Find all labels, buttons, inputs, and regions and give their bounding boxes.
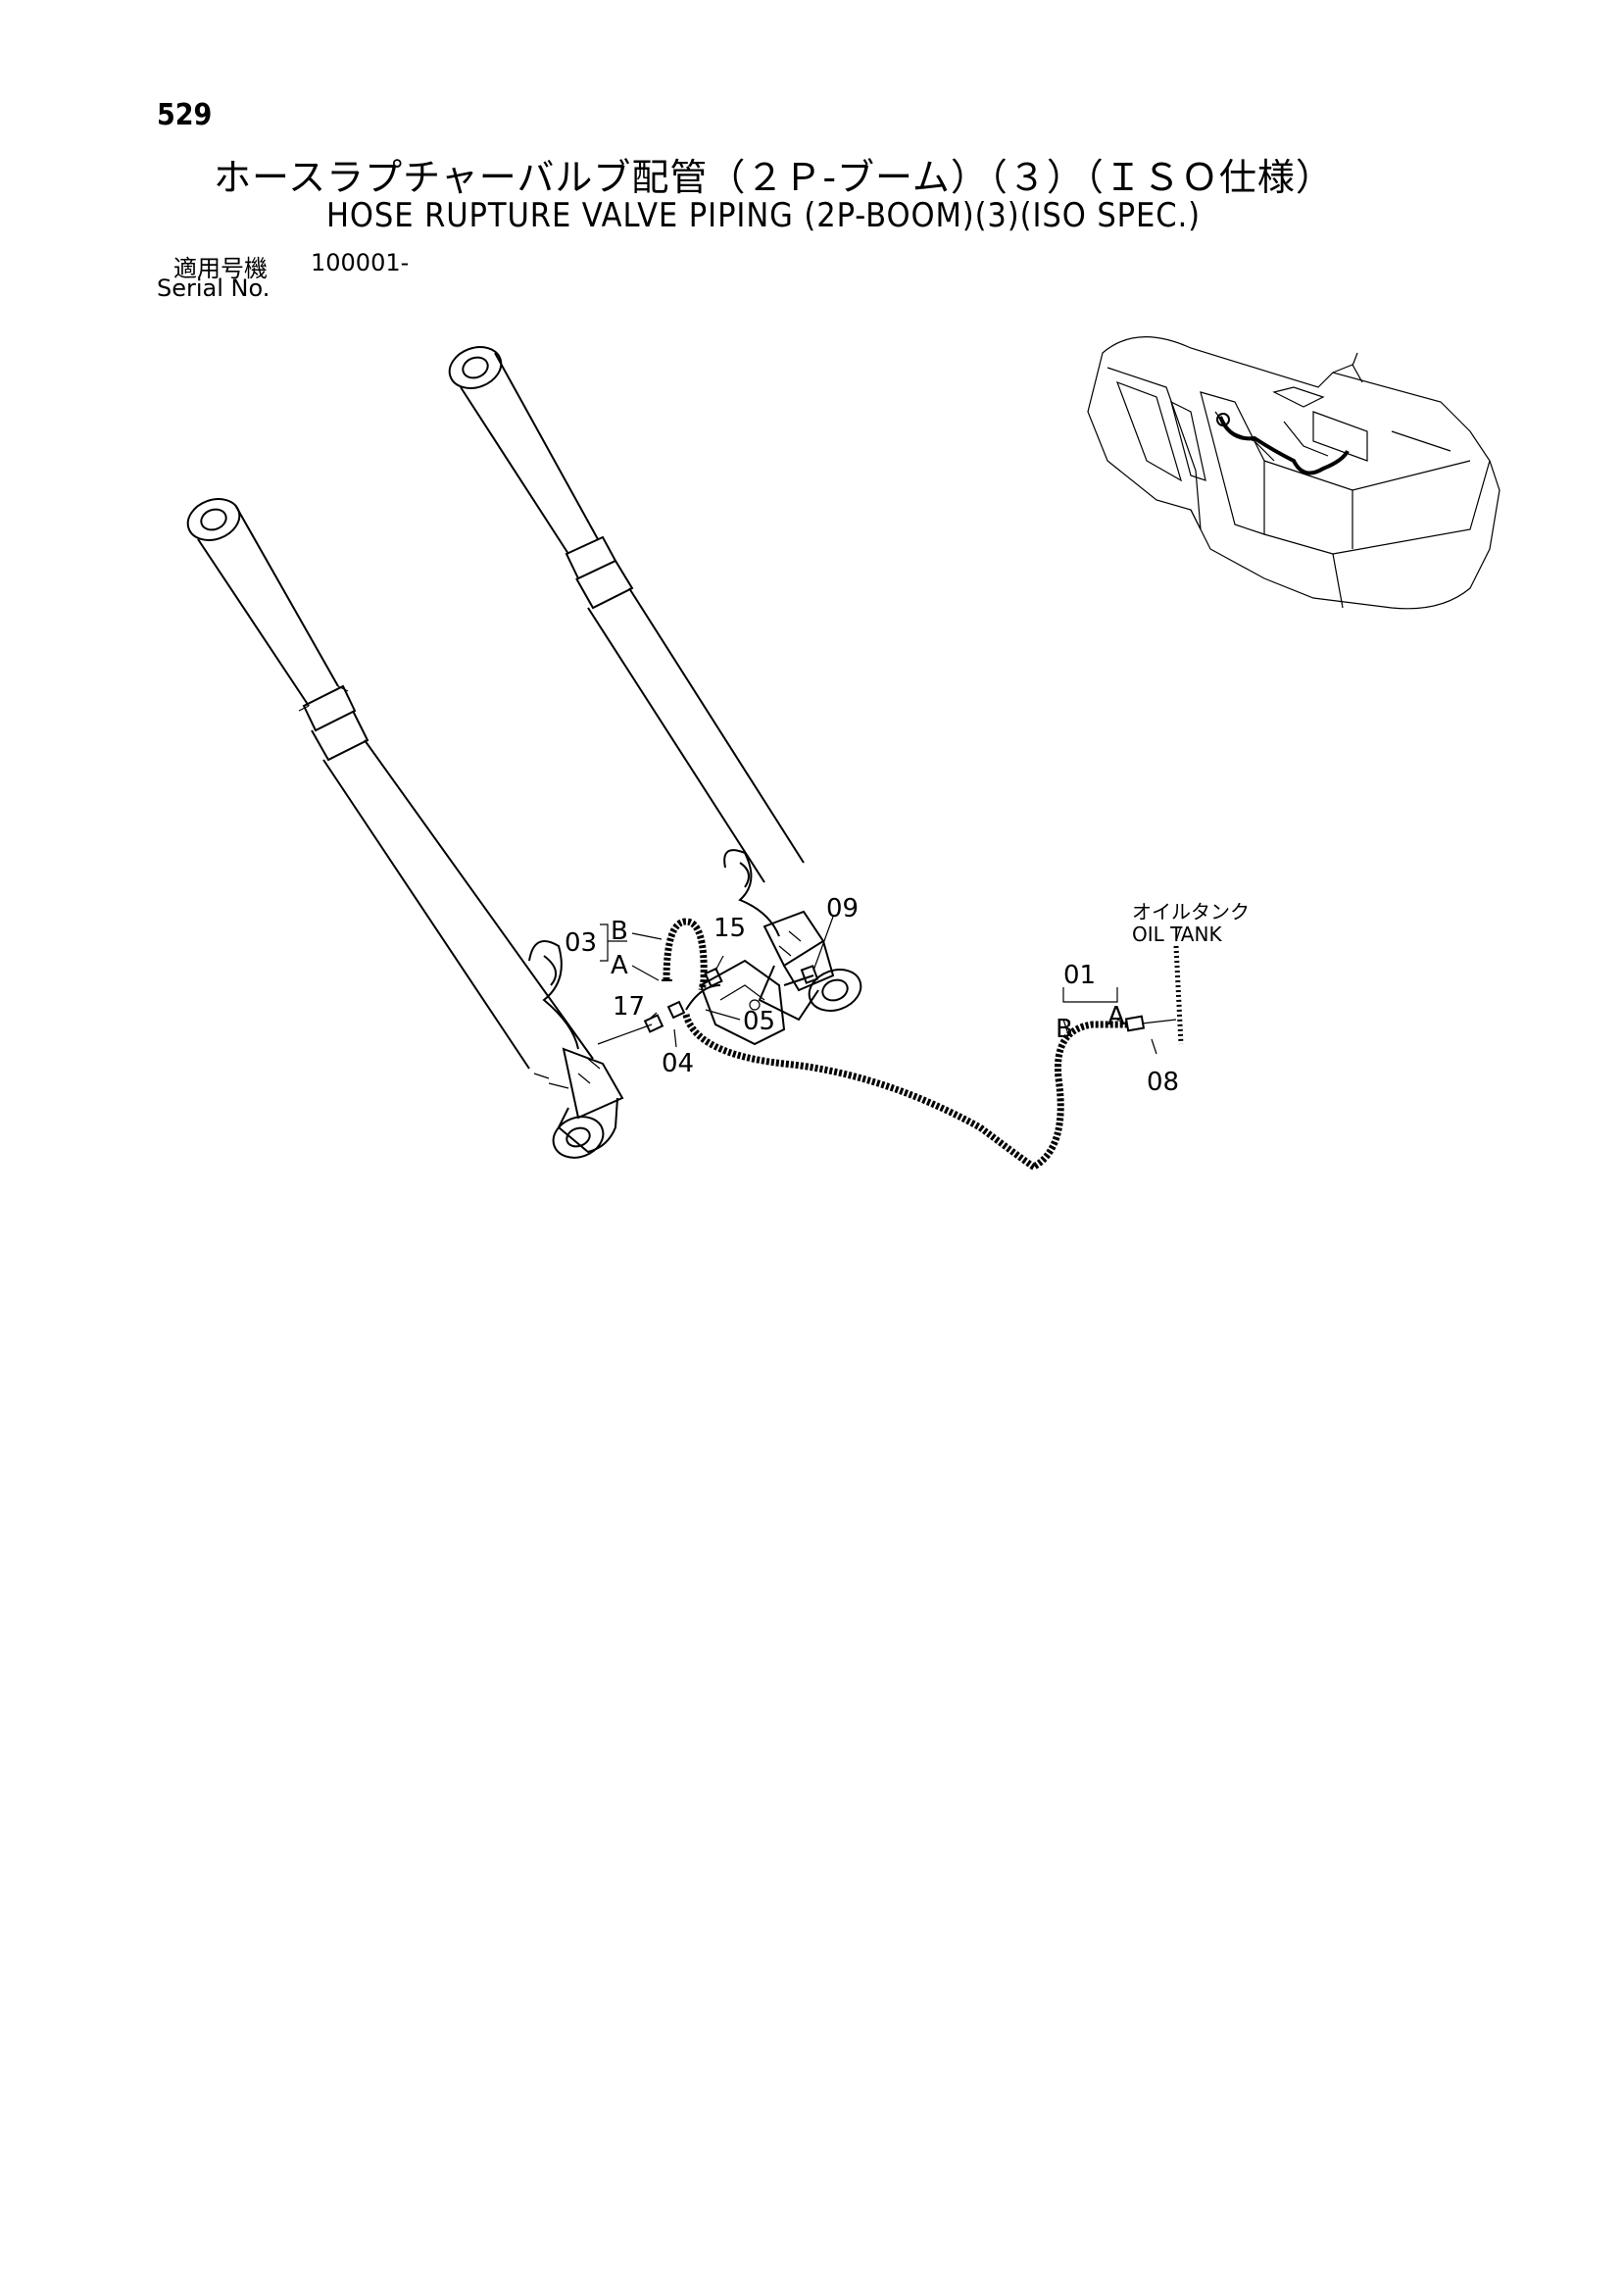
fitting-08 [1124, 1015, 1146, 1032]
callout-01: 01 [1063, 961, 1096, 990]
elbow-05 [685, 984, 721, 1011]
serial-value: 100001- [311, 249, 410, 276]
callout-05: 05 [743, 1007, 775, 1036]
callout-09: 09 [826, 894, 859, 923]
page-number: 529 [157, 98, 213, 132]
callout-end-a-right: A [1107, 1002, 1125, 1031]
callout-15: 15 [713, 914, 746, 943]
callout-end-b-left: B [611, 917, 628, 946]
callout-end-b-right: B [1056, 1015, 1073, 1044]
serial-label-english: Serial No. [157, 275, 270, 302]
boom-cylinder-left [186, 498, 624, 1159]
boom-cylinder-right [448, 346, 862, 1022]
callout-08: 08 [1147, 1068, 1179, 1097]
valve-bracket [699, 959, 819, 1046]
callout-04: 04 [662, 1049, 694, 1078]
title-japanese: ホースラプチャーバルブ配管（２Ｐ-ブーム）（３）（ＩＳＯ仕様） [214, 156, 1334, 199]
oil-tank-label-english: OIL TANK [1132, 923, 1222, 946]
callout-03: 03 [565, 928, 597, 958]
overview-hose-highlight [1216, 413, 1350, 475]
hose-03 [662, 918, 708, 991]
callout-end-a-left: A [611, 951, 628, 980]
fitting-04 [666, 1000, 686, 1020]
callout-17: 17 [613, 992, 645, 1022]
fitting-15 [704, 967, 723, 988]
callout-leaders [600, 916, 1182, 1055]
oil-tank-label-japanese: オイルタンク [1132, 900, 1250, 923]
title-english: HOSE RUPTURE VALVE PIPING (2P-BOOM)(3)(I… [326, 196, 1201, 235]
oil-tank-wall [1141, 945, 1184, 1045]
serial-label-japanese: 適用号機 [173, 255, 268, 282]
excavator-overview-drawing [1087, 336, 1500, 610]
